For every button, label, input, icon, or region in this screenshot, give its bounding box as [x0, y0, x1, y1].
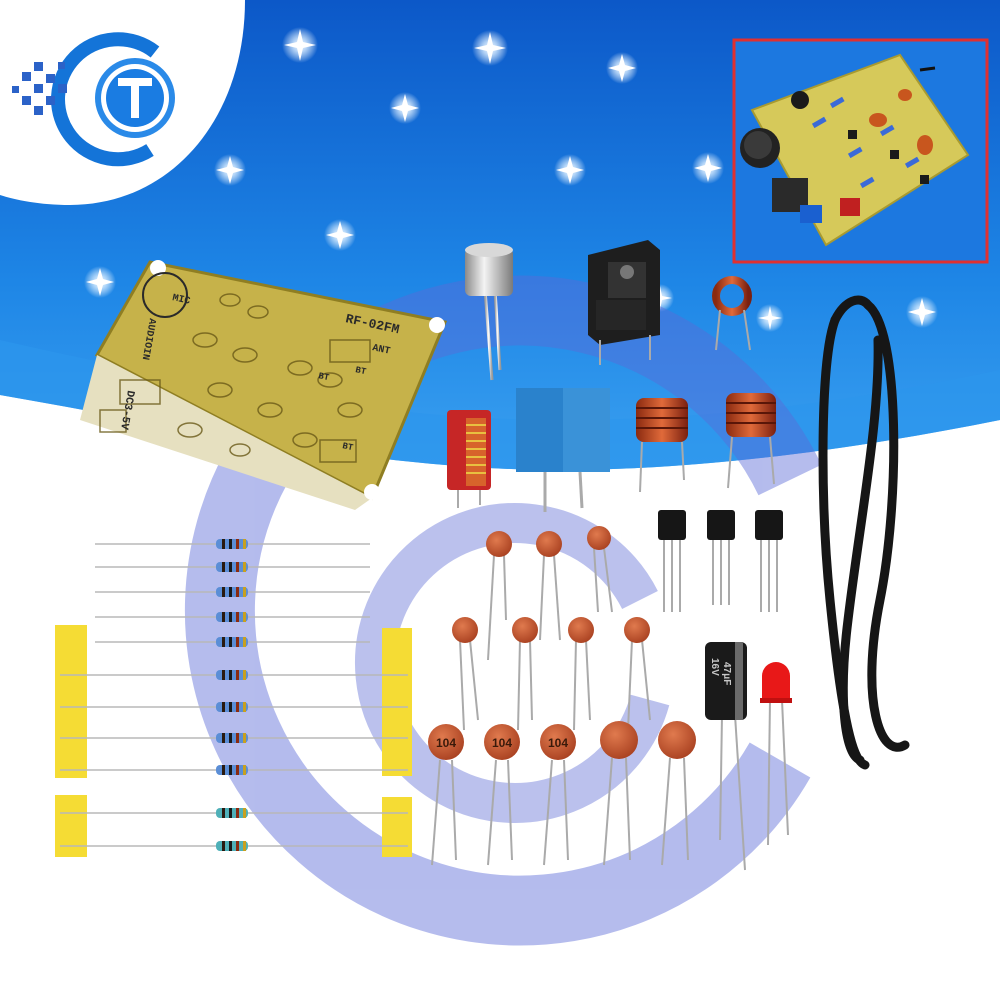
- ceramic-capacitor-104: 104: [484, 724, 520, 866]
- ceramic-capacitor-small: [568, 617, 594, 731]
- assembled-board-inset: [732, 38, 989, 264]
- transistor-1: [658, 510, 686, 612]
- ceramic-capacitor-small: [624, 617, 651, 731]
- red-trimmer-capacitor: [447, 410, 491, 508]
- antenna-wire: [818, 295, 910, 770]
- resistor: [60, 670, 408, 680]
- cap-code-label: 104: [436, 736, 456, 750]
- star-sparkles: [84, 27, 938, 332]
- resistor: [95, 539, 370, 549]
- audio-jack: [588, 240, 660, 365]
- ceramic-capacitor-large: [658, 721, 696, 866]
- resistor: [95, 562, 370, 572]
- resistor: [60, 733, 408, 743]
- elec-voltage-label: 16V: [709, 658, 720, 676]
- electret-microphone: [465, 243, 513, 381]
- transistor-2: [707, 510, 735, 605]
- pcb-silk-bt-3: BT: [341, 441, 354, 453]
- resistor: [95, 612, 370, 622]
- resistor: [60, 841, 408, 851]
- resistor-strip: [55, 539, 412, 857]
- pcb-board: MIC RF-02FM ANT AUDIOIN DC3-5V BT BT BT: [71, 260, 448, 510]
- resistor: [60, 702, 408, 712]
- cap-code-label: 104: [548, 736, 568, 750]
- ceramic-capacitor-small: [536, 531, 562, 641]
- cap-code-label: 104: [492, 736, 512, 750]
- ceramic-capacitor-small: [452, 617, 479, 731]
- pcb-silk-ant: ANT: [371, 343, 391, 358]
- pcb-silk-bt-1: BT: [317, 371, 330, 383]
- elec-capacitance-label: 47μF: [721, 662, 732, 685]
- air-core-coil-2: [726, 393, 776, 489]
- ceramic-capacitor-104: 104: [540, 724, 576, 866]
- red-led: [760, 662, 792, 846]
- resistor: [95, 587, 370, 597]
- pcb-silk-bt-2: BT: [354, 365, 367, 377]
- resistor: [60, 808, 408, 818]
- blue-slide-switch: [516, 388, 610, 512]
- brand-logo: [12, 32, 175, 167]
- pcb-silk-mic: MIC: [171, 293, 191, 308]
- toroid-inductor: [712, 276, 752, 351]
- ceramic-capacitor-small: [486, 531, 512, 661]
- ceramic-capacitor-small: [587, 526, 613, 613]
- transistor-3: [755, 510, 783, 612]
- air-core-coil-1: [636, 398, 688, 493]
- resistor: [95, 637, 370, 647]
- electrolytic-capacitor: 16V 47μF: [705, 642, 747, 871]
- ceramic-capacitor-large: [600, 721, 638, 866]
- ceramic-capacitor-small: [512, 617, 538, 731]
- resistor: [60, 765, 408, 775]
- ceramic-capacitor-104: 104: [428, 724, 464, 866]
